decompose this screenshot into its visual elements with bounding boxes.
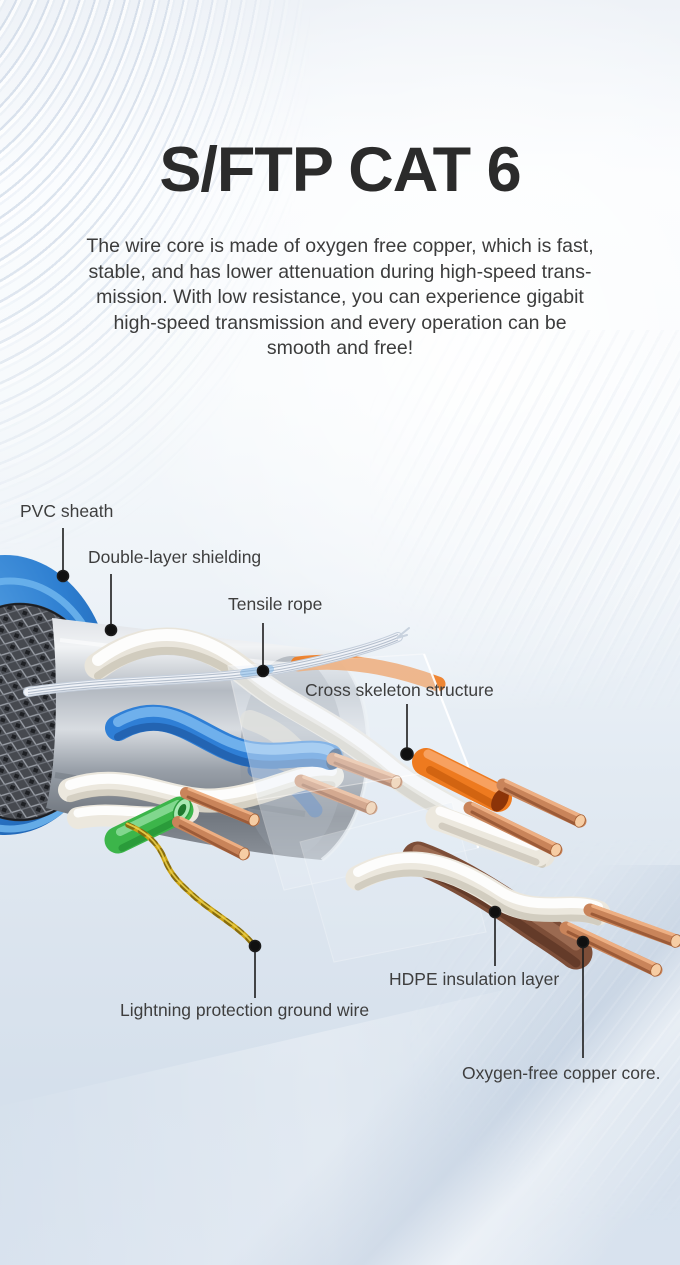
- copper-rods-green-pair: [172, 787, 260, 861]
- intro-line: The wire core is made of oxygen free cop…: [86, 235, 594, 257]
- label-lightning-protection-ground-wire: Lightning protection ground wire: [120, 1000, 370, 1020]
- intro-line: mission. With low resistance, you can ex…: [96, 286, 584, 309]
- label-cross-skeleton-structure: Cross skeleton structure: [305, 680, 494, 700]
- copper-rods-blue-pair: [294, 752, 403, 815]
- label-oxygen-free-copper-core: Oxygen-free copper core.: [462, 1063, 661, 1083]
- label-pvc-sheath: PVC sheath: [20, 501, 114, 521]
- background-fold-bottom-right: [220, 865, 680, 1265]
- intro-line: stable, and has lower attenuation during…: [88, 260, 592, 283]
- label-hdpe-insulation-layer: HDPE insulation layer: [389, 969, 560, 989]
- intro-line: high-speed transmission and every operat…: [113, 311, 567, 334]
- label-double-layer-shielding: Double-layer shielding: [88, 547, 262, 567]
- background-streaks-top-left: [0, 0, 310, 550]
- background-streaks-right: [370, 330, 680, 710]
- orange-pair: [412, 748, 587, 867]
- brown-pair: [358, 850, 680, 977]
- cable-illustration: [0, 555, 680, 977]
- page-title: S/FTP CAT 6: [159, 135, 521, 205]
- intro-line: smooth and free!: [266, 337, 414, 360]
- intro-paragraph: The wire core is made of oxygen free cop…: [0, 234, 680, 362]
- label-tensile-rope: Tensile rope: [228, 594, 323, 614]
